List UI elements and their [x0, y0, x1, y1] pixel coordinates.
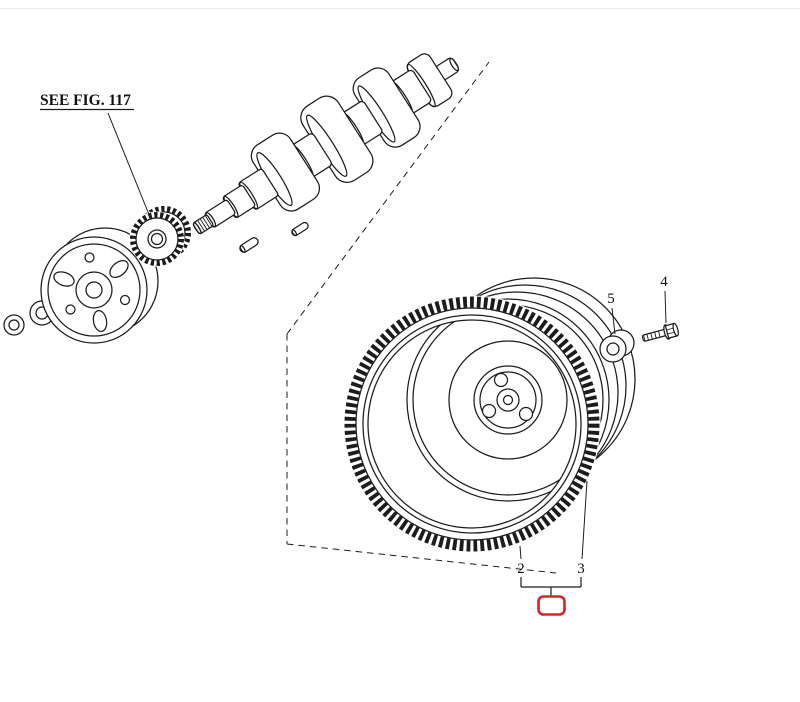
callout-bracket [520, 577, 582, 596]
flange-bolt-drawing [641, 322, 679, 342]
see-fig-leader-line [107, 112, 151, 218]
highlight-box[interactable] [537, 595, 566, 616]
pulley-damper-drawing [40, 227, 159, 344]
crankshaft-drawing [192, 53, 460, 235]
callout-5-leader [611, 307, 616, 335]
page-top-divider [0, 8, 800, 9]
see-fig-note: SEE FIG. 117 [40, 92, 131, 109]
ring-gear-drawing [343, 295, 601, 553]
callout-3-leader [581, 480, 588, 560]
callout-4-leader [664, 290, 667, 324]
callout-2-leader [519, 545, 522, 560]
callout-5-label: 5 [607, 291, 615, 307]
callout-2-label: 2 [517, 561, 525, 577]
projection-plane-dashed-lines [286, 61, 557, 574]
timing-gear-drawing [129, 206, 191, 267]
callout-4-label: 4 [660, 274, 668, 290]
woodruff-key-2-drawing [291, 221, 309, 237]
diagram-linework [3, 53, 679, 616]
spacer-ring-drawing [599, 329, 635, 363]
woodruff-key-1-drawing [239, 237, 259, 253]
callout-3-label: 3 [577, 561, 585, 577]
